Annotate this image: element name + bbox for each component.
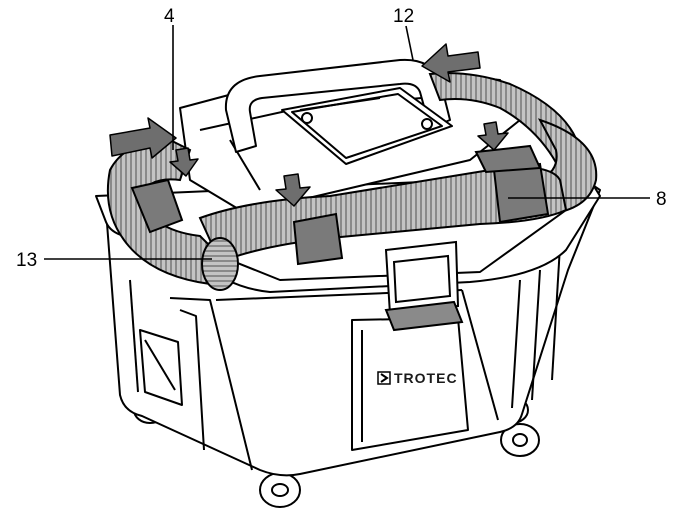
clip-front-left	[292, 212, 344, 266]
clip-right	[492, 162, 550, 224]
callout-8: 8	[656, 189, 667, 210]
arrow-top-right	[421, 43, 481, 83]
carry-handle[interactable]	[224, 58, 451, 153]
brand-logo: TROTEC	[377, 370, 458, 386]
clip-left	[130, 178, 184, 234]
wheel-front-left	[259, 472, 301, 508]
motor-head	[179, 58, 521, 211]
wheel-front-right	[500, 423, 540, 457]
arrow-down-right	[477, 121, 509, 151]
callout-12: 12	[393, 6, 414, 27]
callout-4: 4	[164, 6, 175, 27]
direction-arrows	[109, 43, 509, 207]
arrow-down-left	[169, 147, 199, 177]
arrow-down-mid	[275, 173, 311, 207]
suction-hose	[106, 72, 598, 291]
clip-back	[474, 144, 542, 174]
callout-13: 13	[16, 250, 37, 271]
hose-clips	[130, 144, 550, 266]
callout-lines	[44, 25, 650, 260]
front-latch[interactable]	[384, 240, 464, 332]
filter-cover[interactable]	[281, 87, 453, 165]
leader-12	[405, 25, 414, 61]
arrow-left-big	[109, 117, 177, 159]
brand-text: TROTEC	[394, 370, 458, 386]
